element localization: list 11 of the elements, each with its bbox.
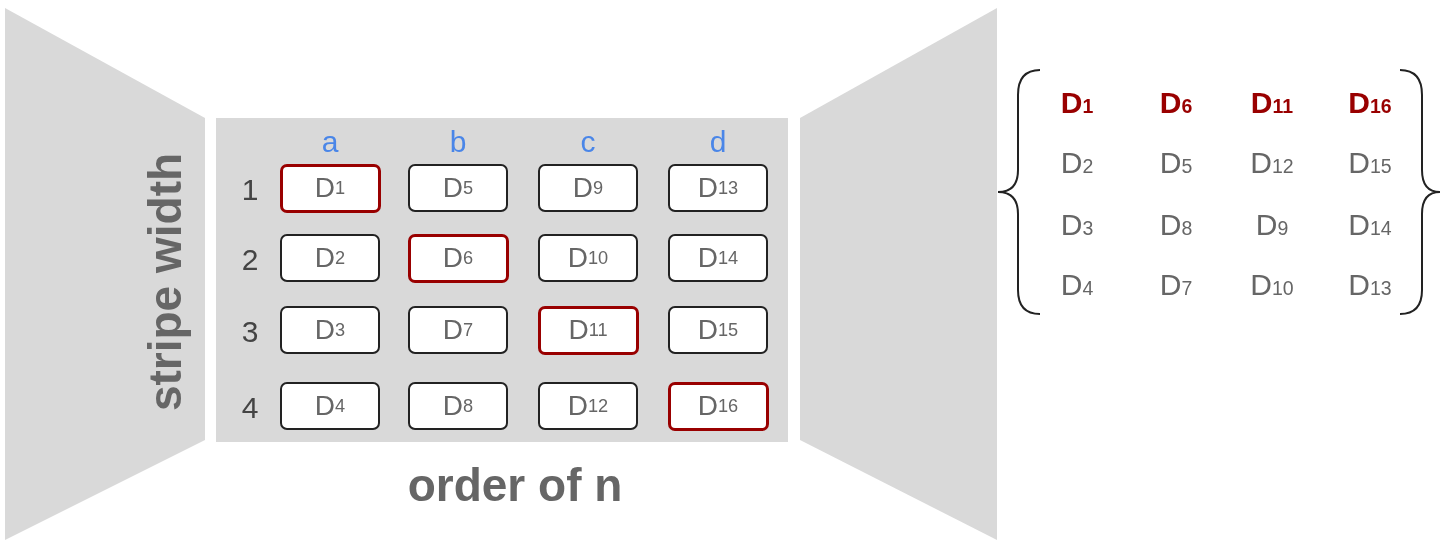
row-label: 1 xyxy=(241,173,259,207)
row-label: 3 xyxy=(241,315,259,349)
column-label: b xyxy=(449,125,467,159)
column-label: a xyxy=(321,125,339,159)
axis-label: stripe width xyxy=(138,152,192,412)
grid-panel xyxy=(216,118,788,442)
column-label: c xyxy=(580,125,596,159)
row-label: 4 xyxy=(241,391,259,425)
row-label: 2 xyxy=(241,243,259,277)
axis-label: order of n xyxy=(407,458,623,512)
column-label: d xyxy=(709,125,727,159)
